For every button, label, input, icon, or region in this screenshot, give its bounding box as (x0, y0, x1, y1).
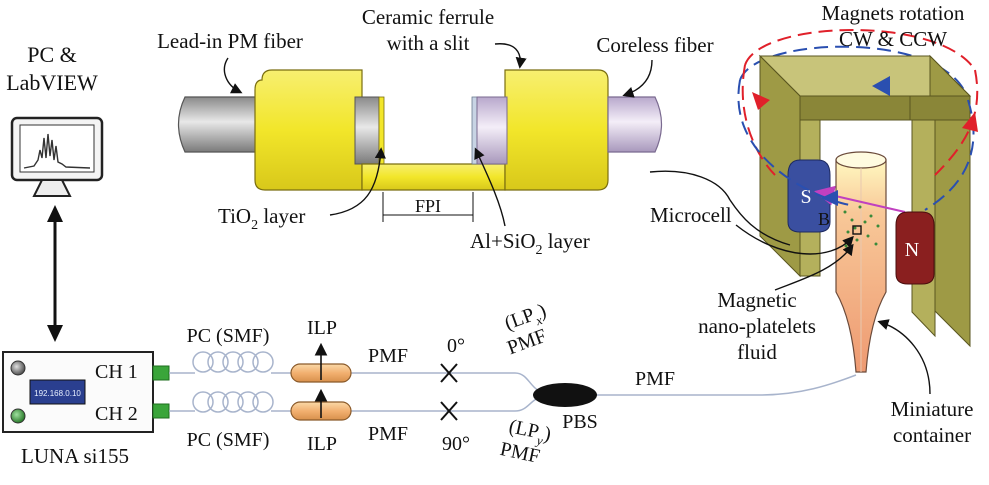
ch1-label: CH 1 (95, 361, 138, 383)
nanoplatelets (843, 205, 880, 248)
pc-smf-label-top: PC (SMF) (187, 325, 270, 347)
lpy-close: ) (542, 423, 553, 446)
pmf-label-top: PMF (368, 345, 408, 367)
coreless-arrow (622, 59, 653, 98)
coreless-fiber-inner (476, 96, 508, 165)
ch1-port (152, 365, 170, 381)
rotation-arrow-red-right (962, 112, 978, 132)
ferrule-left (254, 69, 363, 191)
alsio2-arrow (474, 147, 506, 227)
luna-ip-text: 192.168.0.10 (34, 389, 81, 398)
fluid-label-line1: Magnetic (717, 288, 796, 312)
coreless-fiber (607, 96, 663, 153)
ilp-label-bottom: ILP (307, 433, 337, 455)
fiber-channel-2 (169, 391, 549, 413)
lead-in-fiber-inner (354, 96, 380, 165)
angle-0-label: 0° (447, 335, 465, 357)
microcell-top (835, 151, 887, 169)
luna-interrogator: 192.168.0.10 CH 1 CH 2 LUNA si155 (2, 351, 170, 468)
container-arrow (877, 319, 931, 395)
ferrule-label-line2: with a slit (387, 31, 470, 55)
container-label-line1: Miniature (891, 397, 974, 421)
lead-in-fiber (177, 96, 263, 153)
ch2-port (152, 403, 170, 419)
fluid-label-line3: fluid (737, 340, 777, 364)
magnet-s-label: S (800, 186, 811, 208)
rotation-ring-red-right (934, 69, 979, 176)
ferrule-right (504, 69, 609, 191)
rotation-arrow-blue-bottom (821, 190, 838, 206)
ferrule-label-line1: Ceramic ferrule (362, 5, 494, 29)
spectrum-trace (23, 133, 91, 169)
ch2-label: CH 2 (95, 403, 138, 425)
alsio2-label: Al+SiO2 layer (470, 229, 590, 258)
container-label-line2: container (893, 423, 971, 447)
pbs-icon (533, 383, 597, 407)
pc-computer: PC & LabVIEW (6, 42, 104, 197)
tio2-layer (378, 96, 385, 165)
ilp-label-top: ILP (307, 317, 337, 339)
fpi-label: FPI (415, 196, 441, 216)
microcell-arrow-upper (649, 170, 731, 201)
ilp-bottom: ILP (290, 388, 352, 455)
fpi-sensor-head (177, 69, 663, 191)
splice-0deg (440, 363, 458, 383)
microcell-marker (852, 225, 862, 235)
pc-label-line2: LabVIEW (6, 70, 98, 95)
rotation-arrow-blue-top (872, 76, 890, 96)
monitor-stand (32, 179, 72, 197)
fluid-arrow (774, 243, 854, 291)
ferrule-arrow (494, 43, 527, 69)
magnet-n-label: N (905, 239, 919, 261)
pc-smf-label-bottom: PC (SMF) (187, 429, 270, 451)
alsio2-layer (471, 96, 478, 165)
magnets-label-line1: Magnets rotation (822, 1, 965, 25)
pmf-mid-label: PMF (635, 368, 675, 390)
splice-90deg (440, 401, 458, 421)
microcell-label: Microcell (650, 203, 732, 227)
lpy-sub: y (534, 432, 545, 448)
tio2-label: TiO2 layer (218, 204, 305, 233)
lpx-sub: x (533, 312, 545, 328)
lpy-open: (LP (507, 415, 541, 443)
lead-in-arrow (223, 57, 243, 94)
coreless-label: Coreless fiber (596, 33, 713, 57)
tio2-arrow (329, 147, 386, 216)
pmf-to-container (597, 374, 857, 396)
magnet-n (895, 211, 935, 285)
lpy-label-group: (LPy) PMF (498, 415, 553, 467)
luna-display (29, 379, 86, 405)
magnets-label-line2: CW & CCW (839, 27, 947, 51)
arrow-head-down (47, 325, 63, 342)
fluid-label-line2: nano-platelets (698, 314, 816, 338)
microcell-arrow-connector (729, 199, 791, 246)
lpx-label-group: (LPx) PMF (502, 299, 550, 359)
luna-knob-top (10, 360, 26, 376)
magnet-frame-bar-front (799, 95, 911, 121)
rotation-ring-red-left (741, 64, 776, 176)
ilp-top: ILP (290, 317, 352, 383)
pc-label-line1: PC & (27, 42, 77, 67)
lead-in-label: Lead-in PM fiber (157, 29, 303, 53)
magnet-assembly: S B N (737, 29, 979, 373)
rotation-ring-red-top (744, 29, 976, 71)
pmf-label-bottom: PMF (368, 423, 408, 445)
field-b-label: B (818, 209, 830, 229)
rotation-ring-blue-top (739, 45, 969, 101)
fiber-channel-1 (169, 351, 549, 394)
pbs-label: PBS (562, 411, 598, 433)
arrow-head-up (47, 205, 63, 222)
magnet-s (787, 159, 831, 233)
rotation-arrow-red-left (752, 92, 770, 110)
angle-90-label: 90° (442, 433, 470, 455)
luna-name: LUNA si155 (21, 444, 129, 468)
luna-knob-bottom (10, 408, 26, 424)
magnet-frame-top-front (909, 95, 971, 121)
